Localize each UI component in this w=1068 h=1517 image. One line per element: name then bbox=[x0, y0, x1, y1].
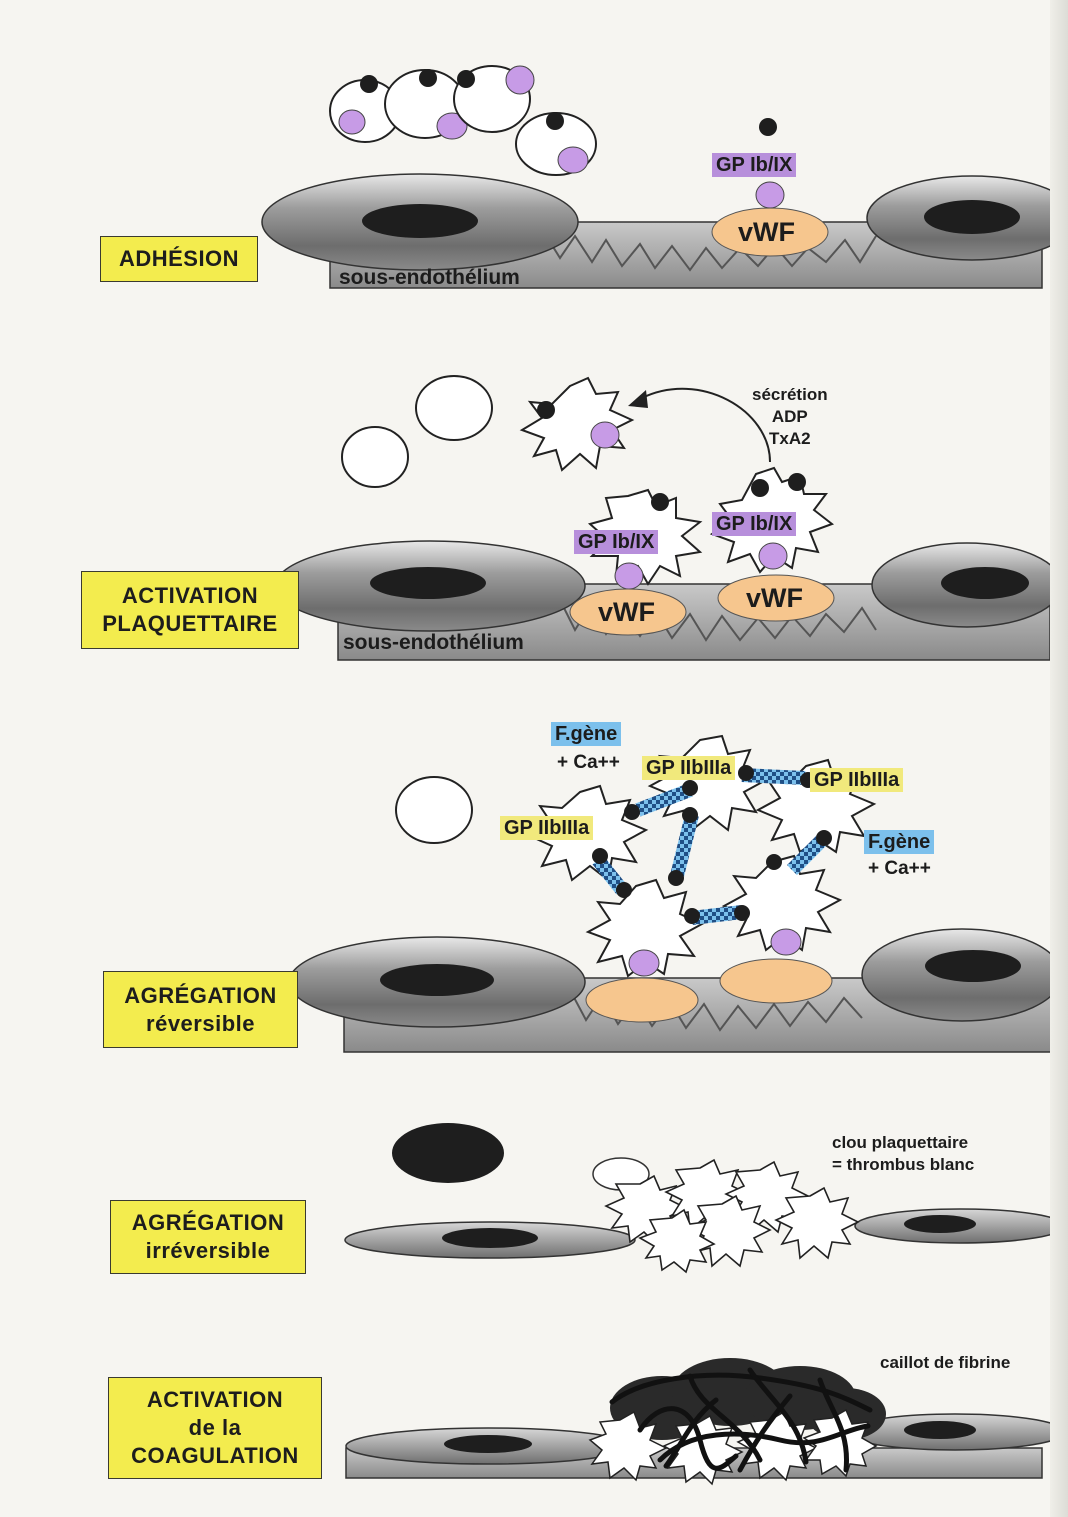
vwf-label: vWF bbox=[738, 217, 795, 247]
platelet-granule bbox=[651, 493, 669, 511]
secretion-line: ADP bbox=[752, 406, 828, 428]
gp-ib-ix-label: GP Ib/IX bbox=[574, 530, 658, 554]
scan-edge bbox=[1050, 0, 1068, 1517]
stage-label: de la bbox=[109, 1414, 321, 1442]
stage-agregation-irreversible: AGRÉGATION irréversible bbox=[110, 1200, 306, 1274]
vwf-label: vWF bbox=[598, 597, 655, 627]
nucleus bbox=[904, 1215, 976, 1233]
secretion-label: sécrétion ADP TxA2 bbox=[752, 384, 828, 450]
stage-label: ACTIVATION bbox=[82, 582, 298, 610]
resting-platelet bbox=[516, 112, 596, 175]
gp-ib-ix-receptor bbox=[771, 929, 801, 955]
subendothelium-label: sous-endothélium bbox=[339, 266, 520, 290]
detached-cell-nucleus bbox=[392, 1123, 504, 1183]
nucleus bbox=[444, 1435, 532, 1453]
stage-label: PLAQUETTAIRE bbox=[82, 610, 298, 638]
vwf-molecule bbox=[720, 959, 832, 1003]
vwf-label: vWF bbox=[746, 583, 803, 613]
stage-activation-coagulation: ACTIVATION de la COAGULATION bbox=[108, 1377, 322, 1479]
adhesion-scene bbox=[262, 66, 1068, 288]
activation-scene bbox=[275, 376, 1062, 660]
stage-agregation-reversible: AGRÉGATION réversible bbox=[103, 971, 298, 1048]
nucleus bbox=[442, 1228, 538, 1248]
gp-ib-ix-receptor bbox=[759, 543, 787, 569]
white-thrombus-label: clou plaquettaire = thrombus blanc bbox=[832, 1132, 974, 1176]
gp-iib-iiia-label: GP IIbIIIa bbox=[810, 768, 903, 792]
fibrin-clot-label: caillot de fibrine bbox=[880, 1352, 1010, 1374]
platelet-granule bbox=[788, 473, 806, 491]
coagulation-scene bbox=[346, 1358, 1065, 1484]
secretion-line: TxA2 bbox=[752, 428, 828, 450]
stage-label: AGRÉGATION bbox=[111, 1209, 305, 1237]
resting-platelet bbox=[416, 376, 492, 440]
gp-ib-ix-label: GP Ib/IX bbox=[712, 153, 796, 177]
nucleus bbox=[362, 204, 478, 238]
nucleus bbox=[941, 567, 1029, 599]
secretion-arrow bbox=[642, 389, 770, 462]
secretion-line: sécrétion bbox=[752, 384, 828, 406]
nucleus bbox=[370, 567, 486, 599]
reversible-aggregation-scene bbox=[289, 736, 1062, 1052]
fibrinogen-label: F.gène bbox=[864, 830, 934, 854]
platelet-granule bbox=[751, 479, 769, 497]
nucleus bbox=[904, 1421, 976, 1439]
gp-ib-ix-receptor bbox=[615, 563, 643, 589]
stage-label: ACTIVATION bbox=[109, 1386, 321, 1414]
thrombus-line: = thrombus blanc bbox=[832, 1154, 974, 1176]
arrow-head bbox=[628, 390, 648, 408]
stage-activation-plaquettaire: ACTIVATION PLAQUETTAIRE bbox=[81, 571, 299, 649]
fibrinogen-label: F.gène bbox=[551, 722, 621, 746]
platelet-granule bbox=[591, 422, 619, 448]
activated-platelet bbox=[650, 736, 766, 830]
stage-label: AGRÉGATION bbox=[104, 982, 297, 1010]
subendothelium-label: sous-endothélium bbox=[343, 631, 524, 655]
resting-platelet bbox=[342, 427, 408, 487]
nucleus bbox=[925, 950, 1021, 982]
nucleus bbox=[380, 964, 494, 996]
vwf-molecule bbox=[586, 978, 698, 1022]
gp-ib-ix-receptor bbox=[629, 950, 659, 976]
stage-label: réversible bbox=[104, 1010, 297, 1038]
stage-label: irréversible bbox=[111, 1237, 305, 1265]
stage-adhesion: ADHÉSION bbox=[100, 236, 258, 282]
calcium-label: + Ca++ bbox=[557, 752, 620, 774]
resting-platelet bbox=[454, 66, 534, 132]
calcium-label: + Ca++ bbox=[868, 858, 931, 880]
gp-iib-iiia-label: GP IIbIIIa bbox=[642, 756, 735, 780]
activated-platelet bbox=[522, 378, 632, 470]
gp-ib-ix-receptor bbox=[756, 182, 784, 208]
resting-platelet bbox=[396, 777, 472, 843]
stage-label: COAGULATION bbox=[109, 1442, 321, 1470]
gp-iib-iiia-label: GP IIbIIIa bbox=[500, 816, 593, 840]
platelet-granule bbox=[759, 118, 777, 136]
platelet-granule bbox=[537, 401, 555, 419]
nucleus bbox=[924, 200, 1020, 234]
stage-label: ADHÉSION bbox=[101, 245, 257, 273]
thrombus-line: clou plaquettaire bbox=[832, 1132, 974, 1154]
gp-ib-ix-label: GP Ib/IX bbox=[712, 512, 796, 536]
